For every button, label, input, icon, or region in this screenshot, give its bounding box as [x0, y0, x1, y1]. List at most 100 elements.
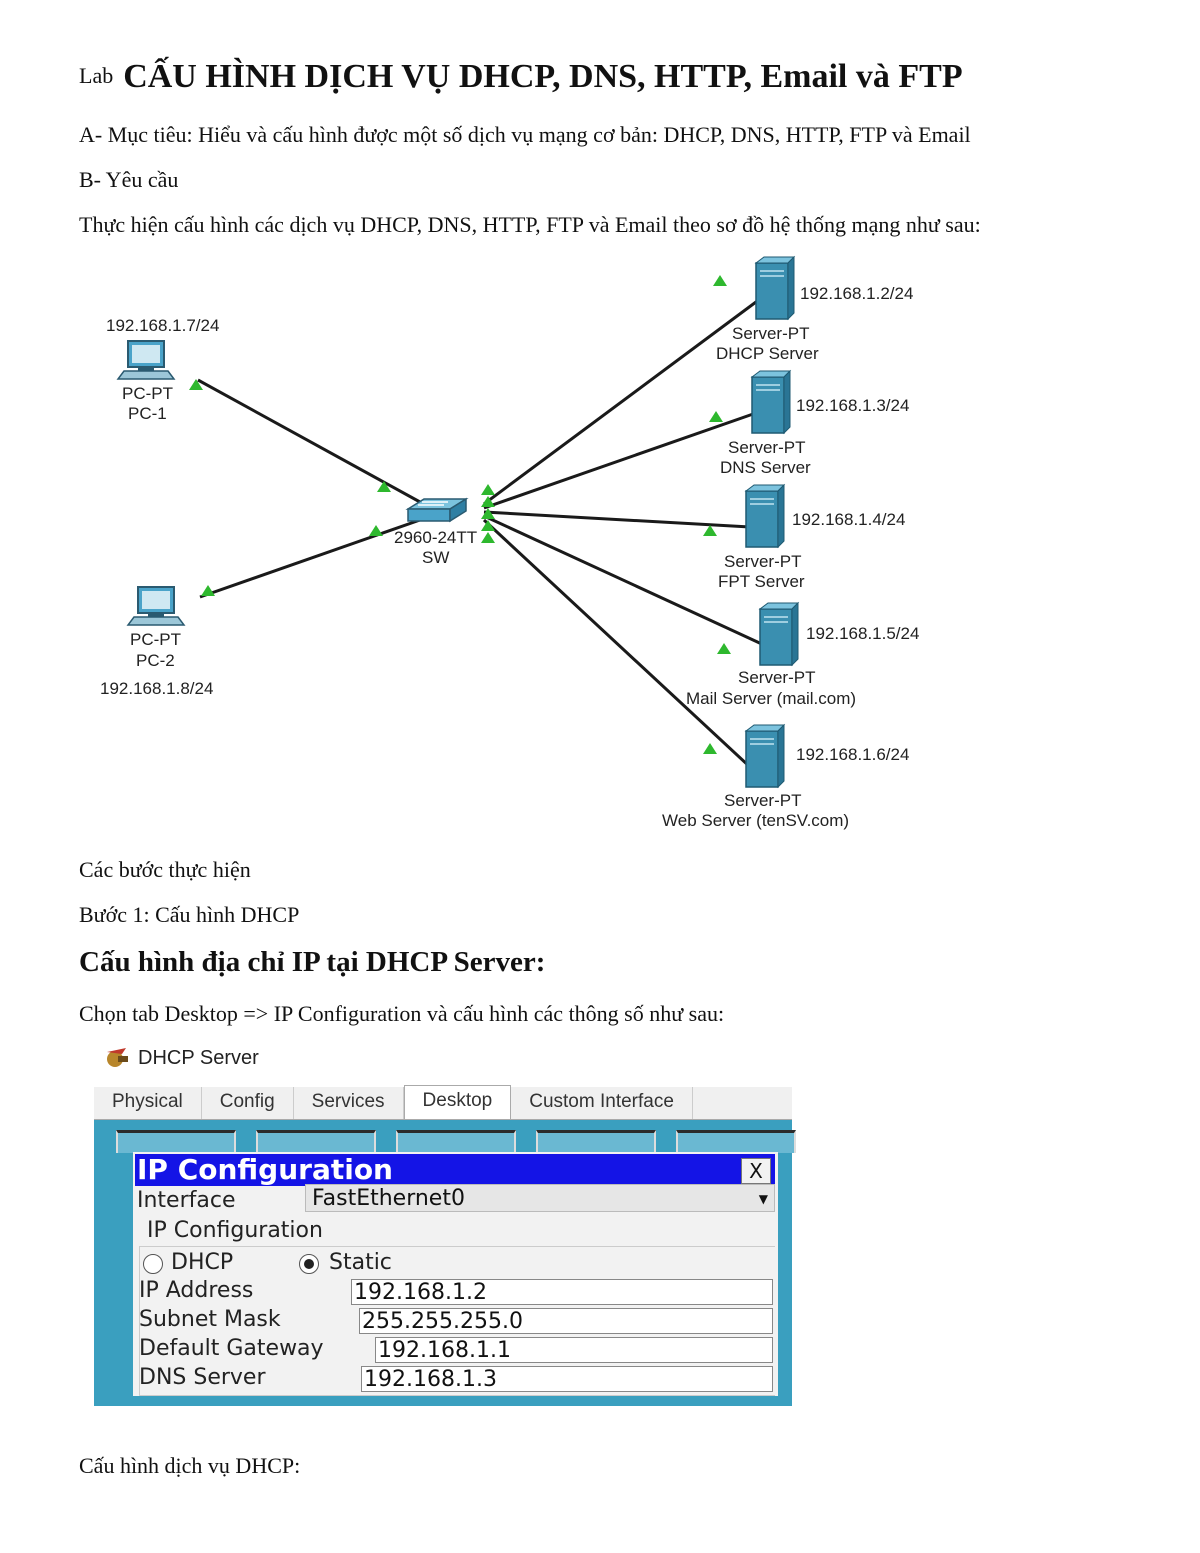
dns-server-label: DNS Server — [139, 1365, 266, 1390]
pt-tab-bar: Physical Config Services Desktop Custom … — [94, 1085, 792, 1120]
server-ip: 192.168.1.6/24 — [796, 745, 909, 764]
default-gateway-input[interactable]: 192.168.1.1 — [375, 1337, 773, 1363]
port-indicator — [481, 532, 495, 543]
desktop-app-icon[interactable] — [676, 1130, 796, 1153]
dhcp-label: DHCP — [171, 1250, 234, 1275]
tab-services[interactable]: Services — [294, 1087, 404, 1119]
subnet-mask-input[interactable]: 255.255.255.0 — [359, 1308, 773, 1334]
server-ip: 192.168.1.2/24 — [800, 284, 913, 303]
step1-paragraph: Bước 1: Cấu hình DHCP — [79, 902, 300, 927]
port-indicator — [713, 275, 727, 286]
port-indicator — [189, 379, 203, 390]
port-indicator — [369, 525, 383, 536]
group-label: IP Configuration — [147, 1218, 329, 1243]
server-body — [759, 608, 793, 666]
close-button[interactable]: X — [741, 1158, 771, 1184]
port-indicators — [189, 275, 731, 754]
server-type: Server-PT — [732, 324, 809, 343]
switch-icon — [405, 497, 469, 523]
server-type: Server-PT — [724, 791, 801, 810]
tab-custom-interface[interactable]: Custom Interface — [511, 1087, 693, 1119]
tab-physical[interactable]: Physical — [94, 1087, 202, 1119]
interface-label: Interface — [137, 1188, 236, 1213]
network-diagram: 192.168.1.7/24 PC-PT PC-1 PC-PT PC-2 192… — [100, 255, 919, 830]
pc-1-name: PC-1 — [128, 404, 167, 423]
desktop-app-icon[interactable] — [396, 1130, 516, 1153]
pc-1-node[interactable]: 192.168.1.7/24 PC-PT PC-1 — [106, 316, 219, 423]
pc-1-ip: 192.168.1.7/24 — [106, 316, 219, 335]
ip-configuration-dialog: IP Configuration X Interface FastEtherne… — [133, 1152, 778, 1396]
title-main: CẤU HÌNH DỊCH VỤ DHCP, DNS, HTTP, Email … — [123, 58, 963, 95]
link-server-1 — [483, 297, 761, 506]
link-server-5 — [482, 518, 752, 769]
desktop-app-icon[interactable] — [116, 1130, 236, 1153]
server-side — [791, 601, 799, 667]
server-icon — [758, 601, 800, 667]
static-radio[interactable] — [299, 1254, 319, 1274]
dhcp-radio[interactable] — [143, 1254, 163, 1274]
desktop-app-icons — [116, 1130, 796, 1153]
instruction-paragraph: Thực hiện cấu hình các dịch vụ DHCP, DNS… — [79, 212, 981, 237]
desktop-app-icon[interactable] — [536, 1130, 656, 1153]
switch-name: SW — [422, 548, 449, 567]
port-indicator — [377, 481, 391, 492]
default-gateway-label: Default Gateway — [139, 1336, 324, 1361]
server-side — [777, 483, 785, 549]
link-server-3 — [483, 510, 751, 529]
server-name: DNS Server — [720, 458, 811, 477]
tab-desktop[interactable]: Desktop — [403, 1085, 512, 1119]
server-side — [783, 369, 791, 435]
chevron-down-icon: ▼ — [758, 1192, 768, 1206]
link-server-2 — [483, 411, 757, 510]
pc-1-type: PC-PT — [122, 384, 173, 403]
interface-value: FastEthernet0 — [312, 1186, 465, 1211]
port-indicator — [717, 643, 731, 654]
tab-config[interactable]: Config — [202, 1087, 294, 1119]
ip-config-group — [139, 1246, 775, 1396]
dhcp-service-paragraph: Cấu hình dịch vụ DHCP: — [79, 1453, 301, 1478]
pc-2-name: PC-2 — [136, 651, 175, 670]
ip-address-label: IP Address — [139, 1278, 254, 1303]
server-ip: 192.168.1.5/24 — [806, 624, 919, 643]
port-indicator — [703, 525, 717, 536]
pc-icon — [116, 340, 176, 380]
server-icon — [750, 369, 792, 435]
port-indicator — [703, 743, 717, 754]
port-indicator — [201, 585, 215, 596]
pt-device-title: DHCP Server — [138, 1046, 259, 1069]
port-indicator — [481, 496, 495, 507]
objective-paragraph: A- Mục tiêu: Hiểu và cấu hình được một s… — [79, 122, 971, 147]
server-name: DHCP Server — [716, 344, 819, 363]
link-pc-2 — [199, 518, 421, 599]
subnet-mask-label: Subnet Mask — [139, 1307, 281, 1332]
server-icon — [744, 723, 786, 789]
dns-server-input[interactable]: 192.168.1.3 — [361, 1366, 773, 1392]
switch-node[interactable]: 2960-24TT SW — [394, 497, 477, 567]
server-ip: 192.168.1.3/24 — [796, 396, 909, 415]
server-icon — [744, 483, 786, 549]
pc-2-node[interactable]: PC-PT PC-2 192.168.1.8/24 — [100, 586, 213, 698]
link-pc-1 — [197, 378, 421, 504]
section-heading: Cấu hình địa chỉ IP tại DHCP Server: — [79, 946, 546, 978]
server-ip: 192.168.1.4/24 — [792, 510, 905, 529]
server-name: Web Server (tenSV.com) — [662, 811, 849, 830]
server-name: FPT Server — [718, 572, 805, 591]
interface-select[interactable]: FastEthernet0 ▼ — [305, 1184, 775, 1212]
select-tab-paragraph: Chọn tab Desktop => IP Configuration và … — [79, 1001, 725, 1026]
port-indicator — [481, 508, 495, 519]
server-side — [777, 723, 785, 789]
port-indicator — [481, 520, 495, 531]
server-name: Mail Server (mail.com) — [686, 689, 856, 708]
desktop-app-icon[interactable] — [256, 1130, 376, 1153]
server-type: Server-PT — [738, 668, 815, 687]
ip-address-input[interactable]: 192.168.1.2 — [351, 1279, 773, 1305]
server-body — [751, 376, 785, 434]
dialog-title: IP Configuration — [137, 1153, 393, 1186]
